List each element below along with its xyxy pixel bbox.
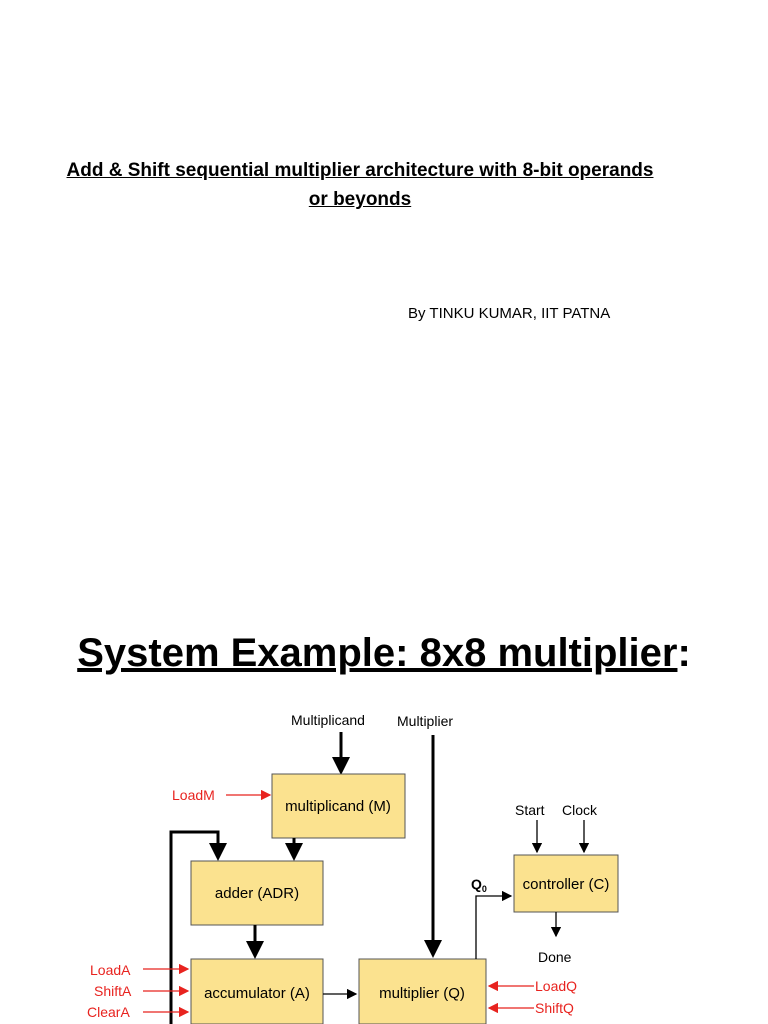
loadm-signal-label: LoadM <box>172 787 215 803</box>
feedback-loop-wire <box>169 830 227 1024</box>
multiplier-input-label: Multiplier <box>397 713 453 729</box>
section-heading-colon: : <box>677 631 691 675</box>
cleara-signal-label: ClearA <box>87 1004 130 1020</box>
controller-block <box>513 854 619 913</box>
done-output-label: Done <box>538 949 572 965</box>
author-byline: By TINKU KUMAR, IIT PATNA <box>408 305 611 322</box>
section-heading: System Example: 8x8 multiplier: <box>0 627 768 679</box>
loadq-signal-label: LoadQ <box>535 978 577 994</box>
section-heading-text: System Example: 8x8 multiplier <box>77 631 678 675</box>
multiplicand-input-label: Multiplicand <box>291 712 365 728</box>
multiplier-register-block <box>358 958 487 1024</box>
title-line-1: Add & Shift sequential multiplier archit… <box>66 160 654 181</box>
title-line-2: or beyonds <box>308 189 412 210</box>
slide-title: Add & Shift sequential multiplier archit… <box>20 156 700 214</box>
q0-label: Q0 <box>471 876 487 894</box>
loada-signal-label: LoadA <box>90 962 131 978</box>
accumulator-label: accumulator (A) <box>204 985 310 1002</box>
shiftq-signal-label: ShiftQ <box>535 1000 574 1016</box>
accumulator-block <box>190 958 324 1024</box>
q0-wire <box>475 890 513 959</box>
multiplier-block-diagram: Multiplicand Multiplier multiplicand (M)… <box>87 712 619 1024</box>
start-input-label: Start <box>515 802 545 818</box>
q0-label-main: Q <box>471 876 482 892</box>
multiplicand-register-block <box>271 773 406 839</box>
adder-label: adder (ADR) <box>215 885 299 902</box>
multiplier-register-label: multiplier (Q) <box>379 985 465 1002</box>
adder-block <box>190 860 324 926</box>
q0-label-subscript: 0 <box>482 884 487 894</box>
multiplicand-register-label: multiplicand (M) <box>285 798 391 815</box>
clock-input-label: Clock <box>562 802 598 818</box>
shifta-signal-label: ShiftA <box>94 983 132 999</box>
controller-label: controller (C) <box>523 876 610 893</box>
